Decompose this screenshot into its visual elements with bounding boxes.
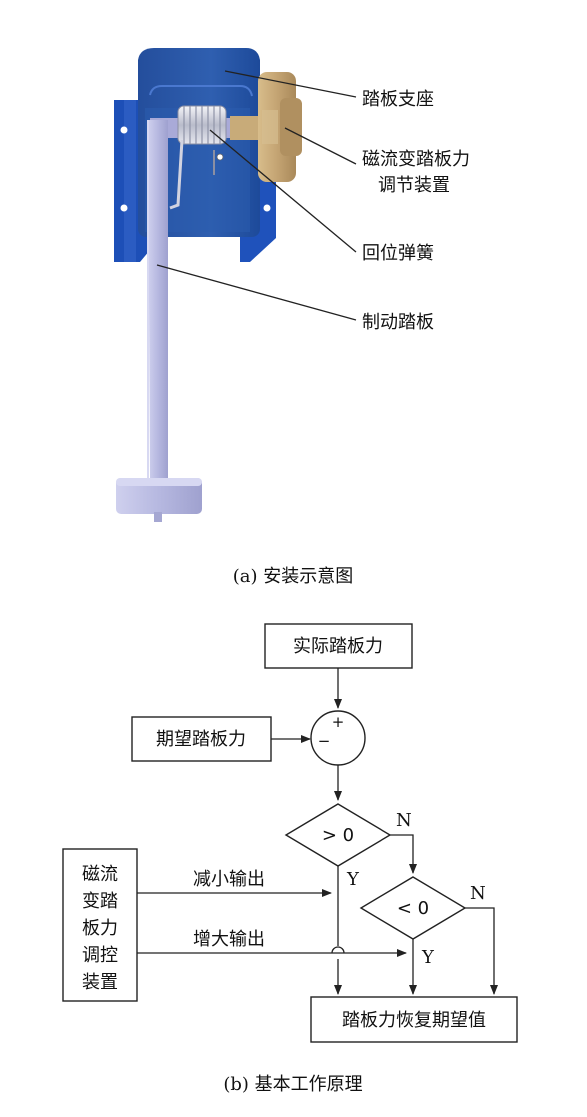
- mr-pedal-force-device: [230, 72, 302, 182]
- leader-lines: [156, 70, 357, 321]
- caption-b: (b) 基本工作原理: [223, 1074, 362, 1095]
- node-actual-force-label: 实际踏板力: [293, 636, 383, 657]
- edge-increase-output: 增大输出: [193, 929, 265, 950]
- label-pedal-support: 踏板支座: [362, 89, 434, 110]
- summing-plus: +: [332, 713, 345, 731]
- brake-pedal: [116, 120, 202, 522]
- summing-minus: −: [318, 732, 331, 750]
- label-mr-device-line1: 磁流变踏板力: [362, 149, 470, 170]
- node-desired-force: [131, 716, 272, 762]
- node-controller: [62, 848, 138, 1002]
- edge-decrease-output: 减小输出: [193, 869, 265, 890]
- label-return-spring: 回位弹簧: [362, 243, 434, 264]
- controller-line1: 磁流: [82, 864, 118, 885]
- pedal-assembly-illustration: [114, 48, 302, 522]
- decision-gt-label: > 0: [322, 825, 354, 846]
- edge-n1: N: [396, 810, 412, 831]
- return-spring: [169, 105, 227, 210]
- node-result-label: 踏板力恢复期望值: [342, 1010, 486, 1031]
- controller-line4: 调控: [82, 945, 118, 966]
- label-brake-pedal: 制动踏板: [362, 312, 434, 333]
- controller-line3: 板力: [82, 918, 118, 939]
- controller-line5: 装置: [82, 972, 118, 993]
- caption-a: (a) 安装示意图: [233, 566, 354, 587]
- node-desired-force-label: 期望踏板力: [156, 729, 246, 750]
- controller-line2: 变踏: [82, 891, 118, 912]
- decision-lt-label: < 0: [397, 898, 429, 919]
- edge-y1: Y: [346, 869, 360, 890]
- node-result: [310, 996, 518, 1043]
- label-mr-device-line2: 调节装置: [378, 175, 450, 196]
- flowchart: 实际踏板力 期望踏板力 + − > 0 N Y < 0 N Y 磁流: [62, 623, 518, 1043]
- edge-n2: N: [470, 883, 486, 904]
- edge-y2: Y: [421, 947, 435, 968]
- node-actual-force: [264, 623, 413, 669]
